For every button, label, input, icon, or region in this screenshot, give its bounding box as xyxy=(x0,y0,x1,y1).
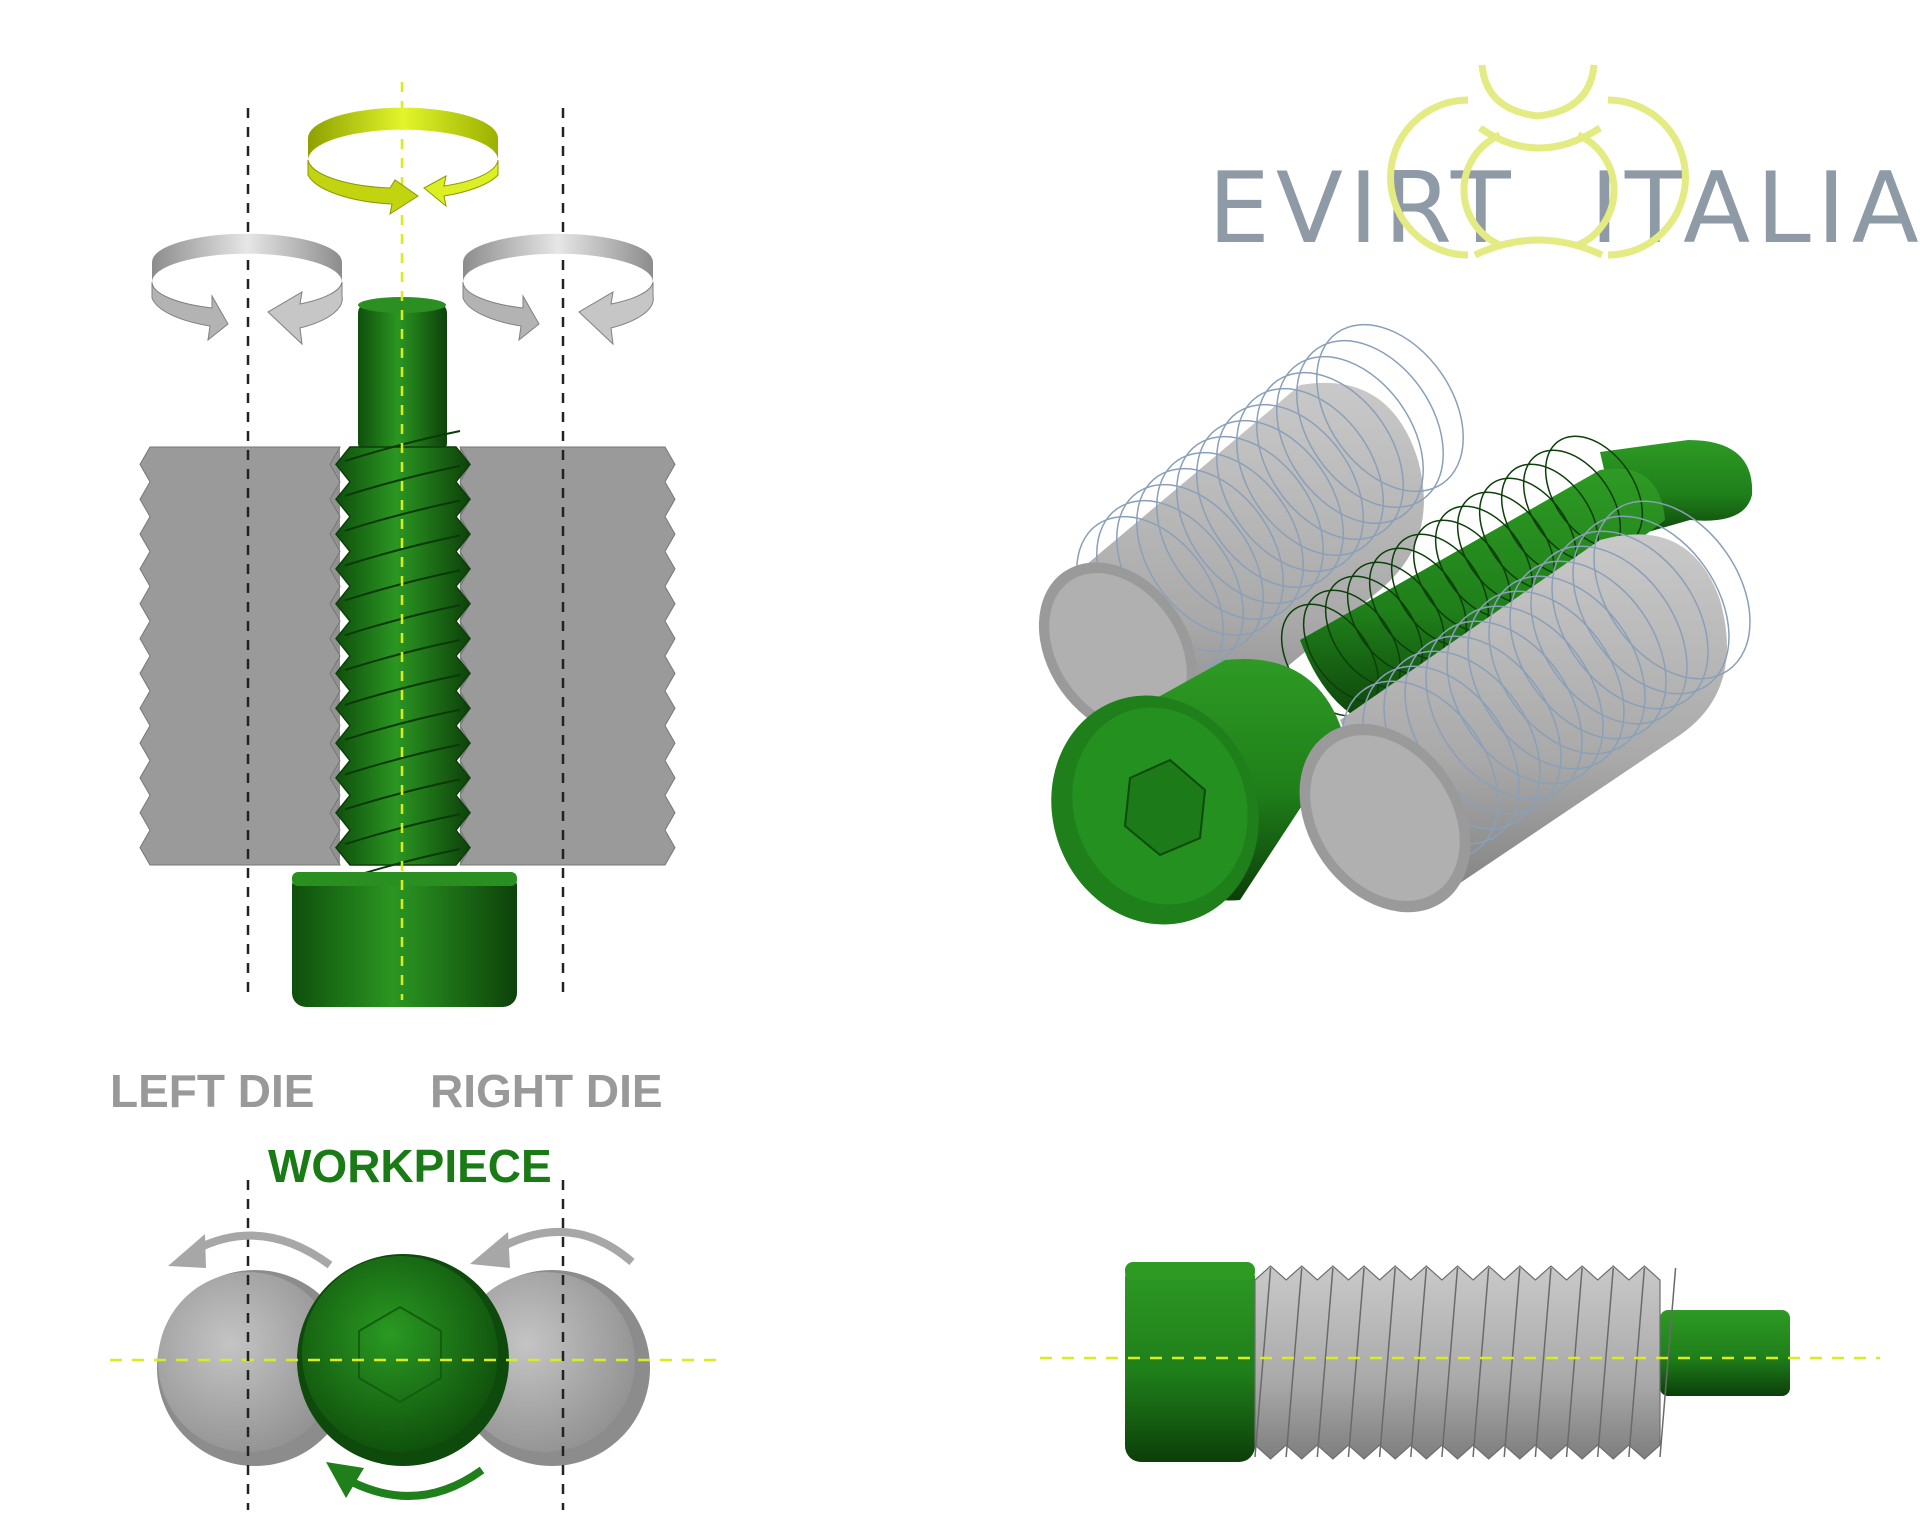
helix-line xyxy=(1472,1267,1490,1458)
rotation-arrow-icon xyxy=(307,107,499,216)
helix-line xyxy=(1596,1267,1615,1458)
thread-ring xyxy=(1296,339,1444,509)
helix-line xyxy=(344,499,461,532)
helix-line xyxy=(1316,1267,1334,1458)
thread-ring xyxy=(1509,560,1667,740)
thread-ring xyxy=(1176,435,1324,605)
helix-line xyxy=(1410,1267,1428,1458)
thread-ring xyxy=(1467,590,1625,770)
thread-ring xyxy=(1551,530,1709,710)
left-die-threads xyxy=(139,446,341,866)
screw-shank xyxy=(1660,1310,1790,1396)
helix-line xyxy=(1347,1267,1365,1458)
thread-ring xyxy=(1488,575,1646,755)
helix-line xyxy=(344,743,461,776)
left-die-front xyxy=(139,446,341,866)
helix-line xyxy=(1285,1267,1303,1458)
workpiece-label: WORKPIECE xyxy=(268,1140,552,1192)
helix-line xyxy=(1565,1267,1583,1458)
thread-ring xyxy=(1446,605,1604,785)
helix-line xyxy=(1441,1267,1459,1458)
thread-ring xyxy=(1156,451,1304,621)
right-die-threads xyxy=(459,446,676,866)
thread-ring xyxy=(1136,467,1284,637)
thread-ring xyxy=(1593,500,1751,680)
thread-ring xyxy=(1425,620,1583,800)
screw-helix-lines xyxy=(1254,1267,1677,1458)
helix-line xyxy=(1254,1267,1272,1458)
helix-line xyxy=(1378,1267,1396,1458)
helix-line xyxy=(1659,1267,1677,1458)
helix-line xyxy=(344,673,461,706)
rotation-arrow-icon xyxy=(151,233,343,346)
front-view xyxy=(139,82,676,1007)
thread-ring xyxy=(1256,371,1404,541)
logo-emblem xyxy=(1387,64,1689,259)
workpiece-iso xyxy=(1051,435,1753,925)
helix-line xyxy=(1534,1267,1552,1458)
right-die-label: RIGHT DIE xyxy=(430,1065,663,1117)
left-die-label: LEFT DIE xyxy=(110,1065,314,1117)
helix-line xyxy=(344,464,461,497)
back-die-cylinder xyxy=(1038,323,1464,780)
thread-ring xyxy=(1530,545,1688,725)
rotation-arrow-icon xyxy=(168,1231,333,1269)
logo-text-left: EVIRT xyxy=(1208,152,1517,266)
rotation-arrow-icon xyxy=(470,1228,635,1268)
rotation-arrow-icon xyxy=(326,1462,485,1500)
isometric-view xyxy=(1038,323,1753,925)
front-die-cylinder xyxy=(1299,500,1751,913)
helix-line xyxy=(344,534,461,567)
screw-head xyxy=(1125,1262,1255,1462)
finished-screw-view xyxy=(1040,1262,1880,1462)
thread-ring xyxy=(1236,387,1384,557)
thread-ring xyxy=(1572,515,1730,695)
thread-ring xyxy=(1216,403,1364,573)
hex-socket-icon xyxy=(358,1305,442,1404)
hex-socket-icon xyxy=(1123,758,1207,857)
helix-line xyxy=(344,708,461,741)
right-die-front xyxy=(459,446,676,866)
evirt-italia-logo: EVIRT ITALIA xyxy=(1208,64,1919,266)
screw-threads xyxy=(1254,1265,1661,1460)
top-view xyxy=(110,1180,720,1510)
thread-ring xyxy=(1316,323,1464,493)
workpiece-head xyxy=(292,872,517,1007)
helix-line xyxy=(1628,1267,1646,1458)
thread-ring xyxy=(1196,419,1344,589)
helix-line xyxy=(1503,1267,1521,1458)
rotation-arrow-icon xyxy=(462,233,654,346)
thread-ring xyxy=(1276,355,1424,525)
